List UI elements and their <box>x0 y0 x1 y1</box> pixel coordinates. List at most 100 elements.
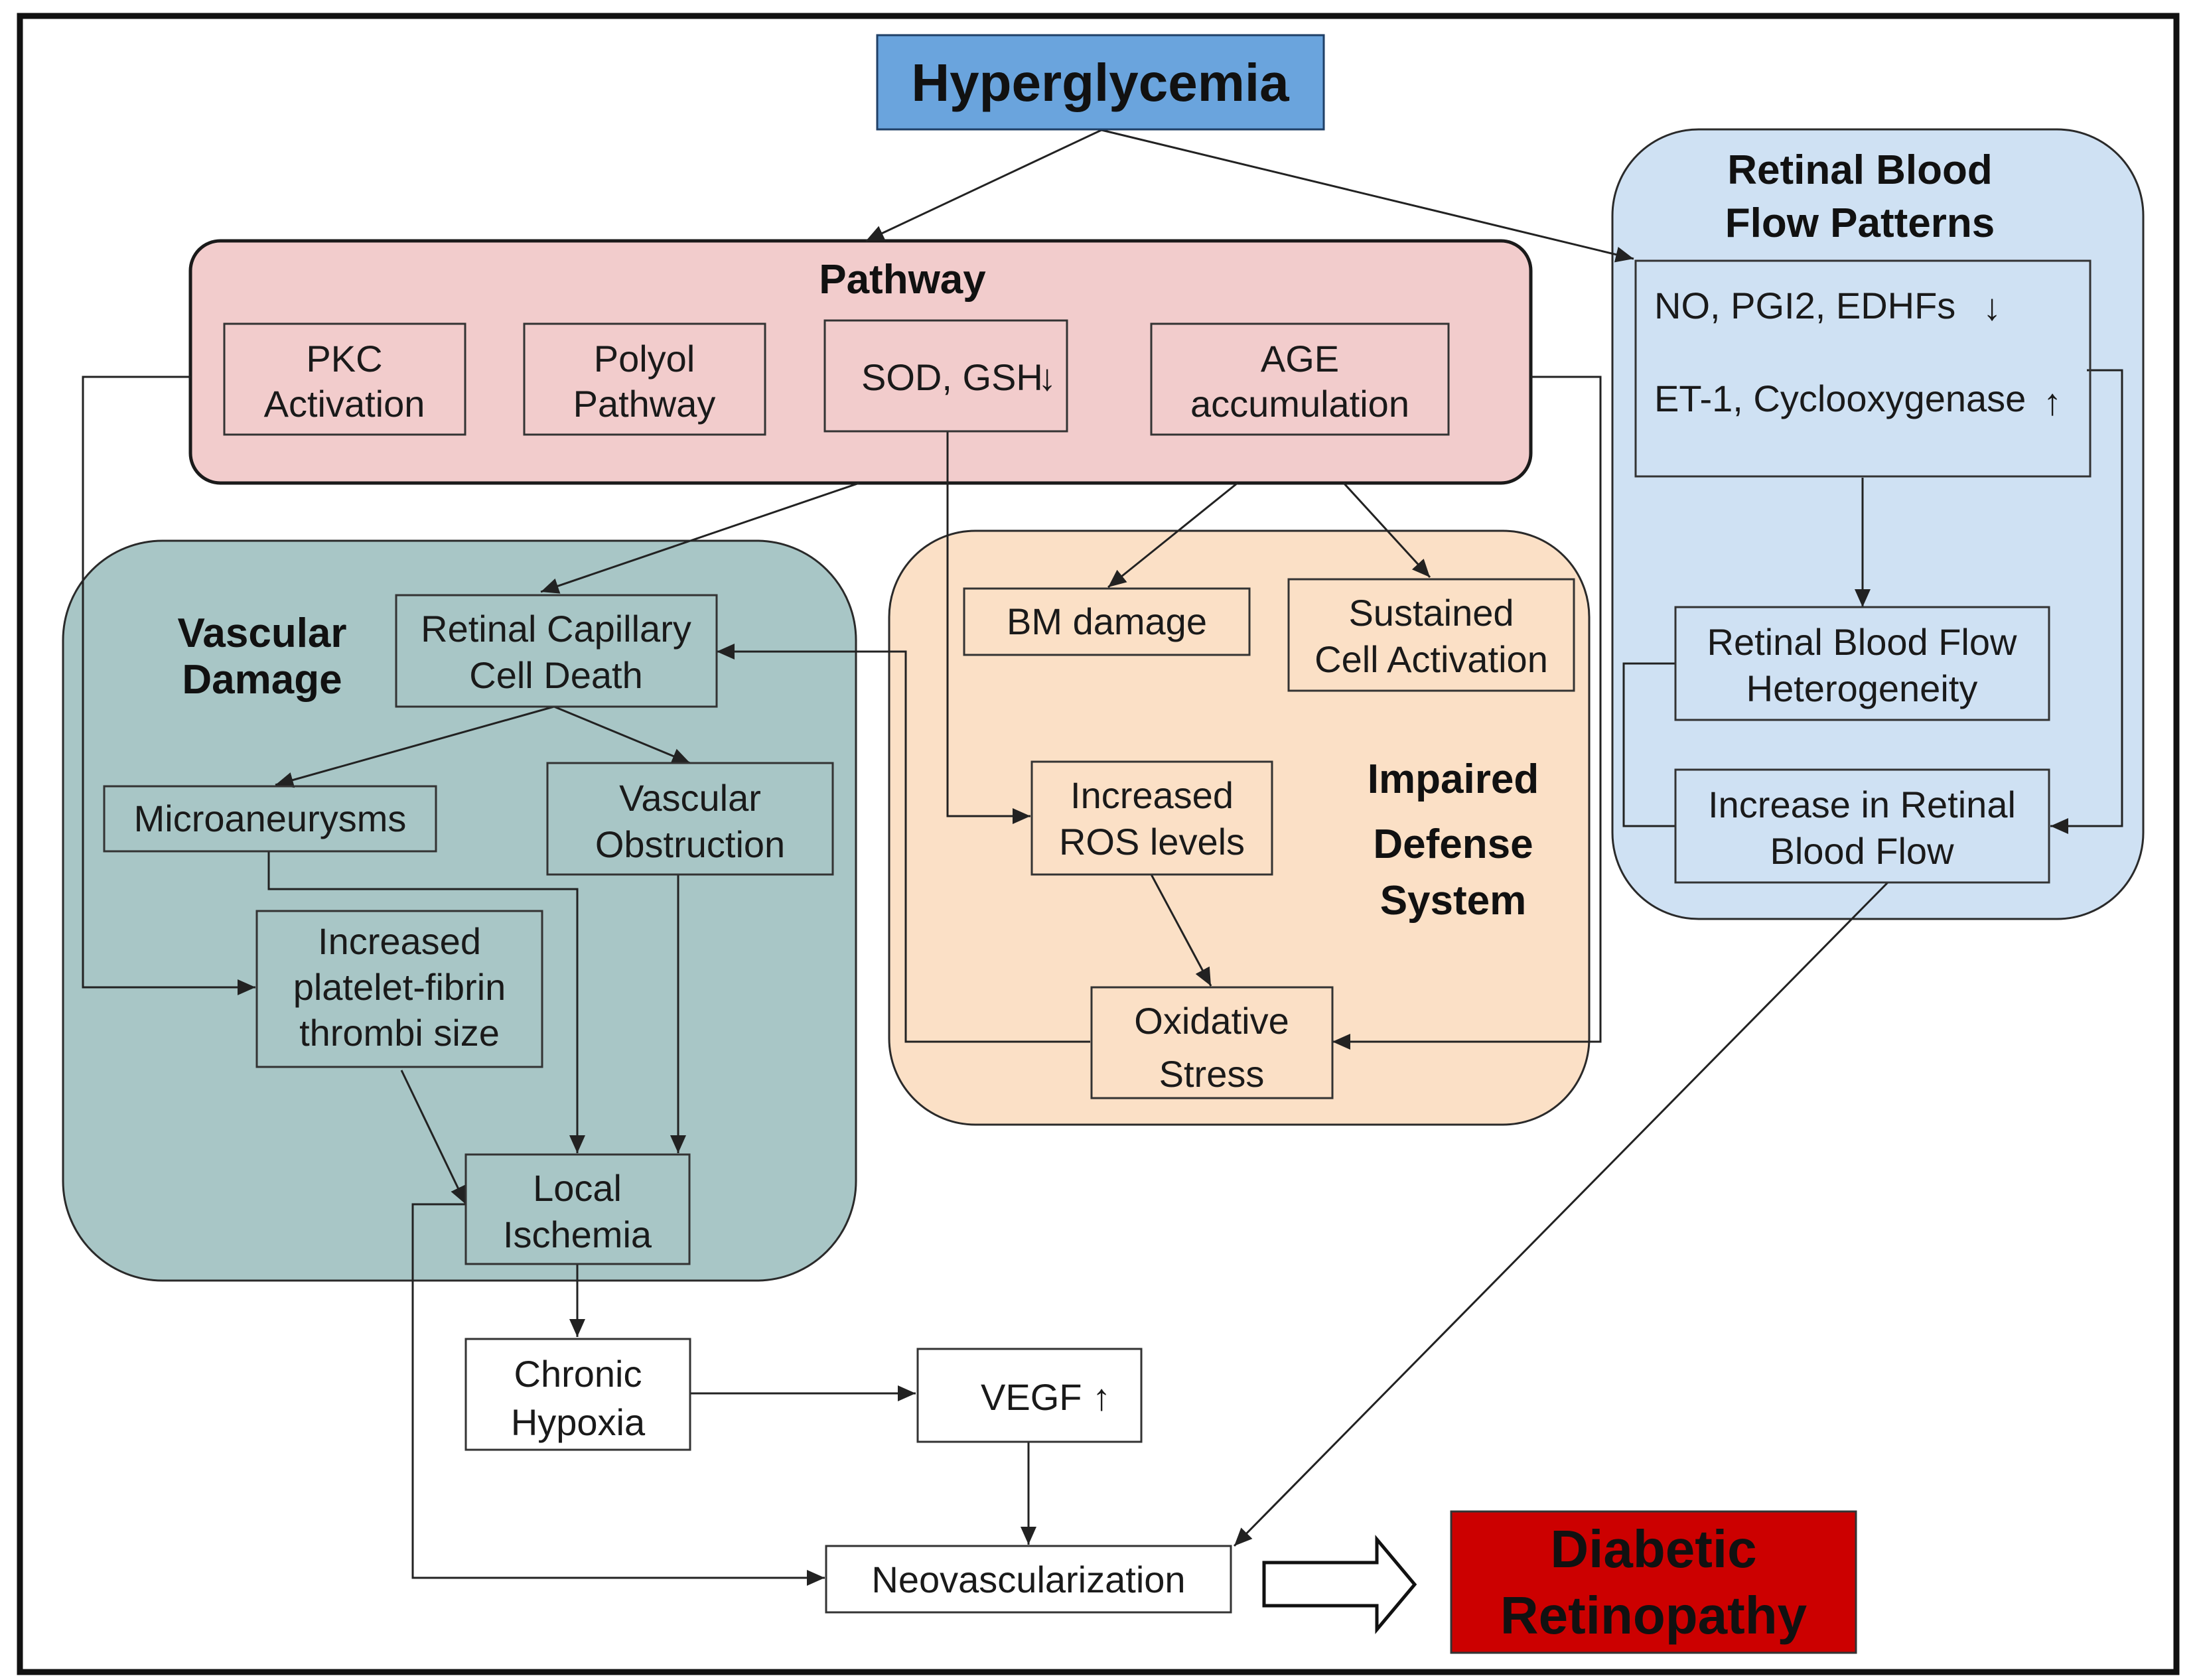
pkc-activation-node: PKC Activation <box>223 322 466 436</box>
pathway-group <box>188 239 1533 485</box>
defense-title-line-2: Defense <box>1373 821 1533 867</box>
oxidative-stress-node: Oxidative Stress <box>1090 986 1334 1099</box>
arrow-ischemia-to-neovascularization <box>411 1203 825 1586</box>
vascular-title-line-1: Vascular <box>177 610 346 656</box>
oxidative-line-1: Oxidative <box>1134 1000 1289 1042</box>
bm-damage-box <box>963 587 1251 656</box>
heterogeneity-line-1: Retinal Blood Flow <box>1707 621 2017 663</box>
arrow-pathway-to-thrombi <box>82 376 255 995</box>
neovascularization-label: Neovascularization <box>871 1559 1185 1600</box>
sod-gsh-label: SOD, GSH <box>861 356 1043 398</box>
obstruction-box <box>546 762 834 876</box>
increase-line-1: Increase in Retinal <box>1708 784 2016 825</box>
hyperglycemia-box <box>876 34 1325 131</box>
neovascularization-box <box>825 1545 1232 1614</box>
age-accumulation-box <box>1150 322 1450 436</box>
arrow-pathway-to-sustained <box>1342 482 1431 579</box>
sod-gsh-box <box>823 319 1068 433</box>
thrombi-line-3: thrombi size <box>299 1012 500 1054</box>
arrow-sod-to-ros <box>946 431 1030 824</box>
increase-blood-flow-box <box>1674 768 2050 884</box>
vasoactive-factors-node: NO, PGI2, EDHFs ↓ ET-1, Cyclooxygenase ↑ <box>1634 259 2091 478</box>
arrow-pathway-to-cell-death <box>540 482 860 594</box>
age-line-1: AGE <box>1261 338 1339 380</box>
cell-death-box <box>395 594 718 708</box>
vasoactive-factors-box <box>1634 259 2091 478</box>
arrow-cell-death-to-microaneurysms <box>275 705 555 788</box>
thrombi-box <box>255 910 543 1068</box>
obstruction-line-2: Obstruction <box>595 823 785 865</box>
vascular-title-line-2: Damage <box>182 657 342 703</box>
ros-box <box>1030 760 1273 876</box>
ros-line-2: ROS levels <box>1059 821 1245 863</box>
thrombi-line-2: platelet-fibrin <box>293 966 506 1008</box>
cell-death-line-2: Cell Death <box>469 654 642 696</box>
hyperglycemia-label: Hyperglycemia <box>911 53 1289 112</box>
result-line-2: Retinopathy <box>1500 1586 1807 1645</box>
arrow-oxidative-to-cell-death <box>717 644 1090 1043</box>
blood-flow-heterogeneity-node: Retinal Blood Flow Heterogeneity <box>1674 606 2050 721</box>
microaneurysms-box <box>103 785 437 853</box>
polyol-line-1: Polyol <box>594 338 695 380</box>
ischemia-line-1: Local <box>533 1167 622 1209</box>
pkc-line-2: Activation <box>264 383 425 425</box>
pkc-line-1: PKC <box>306 338 382 380</box>
arrow-cell-death-to-obstruction <box>553 705 691 764</box>
microaneurysms-node: Microaneurysms <box>103 785 437 853</box>
oxidative-line-2: Stress <box>1159 1053 1265 1095</box>
hyperglycemia-node: Hyperglycemia <box>876 34 1325 131</box>
hypoxia-line-2: Hypoxia <box>511 1401 646 1443</box>
vegf-node: VEGF ↑ <box>916 1348 1143 1443</box>
arrow-thrombi-to-ischemia <box>400 1070 467 1205</box>
defense-title-line-1: Impaired <box>1368 756 1539 802</box>
defense-title-line-3: System <box>1380 878 1527 924</box>
factors-up-arrow: ↑ <box>2043 381 2062 423</box>
bm-damage-node: BM damage <box>963 587 1251 656</box>
heterogeneity-line-2: Heterogeneity <box>1746 667 1978 709</box>
obstruction-line-1: Vascular <box>619 777 761 819</box>
vegf-up-arrow: ↑ <box>1092 1376 1111 1418</box>
arrow-increase-to-neovascularization <box>1233 881 1889 1547</box>
arrow-factors-to-increase <box>2050 369 2123 834</box>
sustained-activation-node: Sustained Cell Activation <box>1287 578 1575 692</box>
factors-line-1: NO, PGI2, EDHFs <box>1654 285 1955 326</box>
sod-down-arrow: ↓ <box>1038 356 1056 398</box>
polyol-line-2: Pathway <box>573 383 716 425</box>
age-line-2: accumulation <box>1190 383 1409 425</box>
blood-flow-group <box>1611 128 2145 920</box>
age-accumulation-node: AGE accumulation <box>1150 322 1450 436</box>
impaired-defense-group <box>888 529 1591 1126</box>
arrow-hyperglycemia-to-bloodflow <box>1101 129 1634 263</box>
result-line-1: Diabetic <box>1550 1519 1756 1578</box>
ischemia-box <box>464 1153 691 1265</box>
blood-flow-title-line-2: Flow Patterns <box>1725 200 1995 246</box>
vegf-box <box>916 1348 1143 1443</box>
pkc-activation-box <box>223 322 466 436</box>
sustained-line-1: Sustained <box>1348 592 1514 634</box>
local-ischemia-node: Local Ischemia <box>464 1153 691 1265</box>
polyol-pathway-box <box>523 322 766 436</box>
sustained-line-2: Cell Activation <box>1314 638 1548 680</box>
neovascularization-node: Neovascularization <box>825 1545 1232 1614</box>
factors-line-2: ET-1, Cyclooxygenase <box>1654 378 2026 419</box>
cell-death-node: Retinal Capillary Cell Death <box>395 594 718 708</box>
diabetic-retinopathy-node: Diabetic Retinopathy <box>1450 1510 1857 1654</box>
ischemia-line-2: Ischemia <box>503 1214 652 1255</box>
sustained-box <box>1287 578 1575 692</box>
thrombi-line-1: Increased <box>318 920 481 962</box>
microaneurysms-label: Microaneurysms <box>134 798 407 839</box>
ros-line-1: Increased <box>1070 774 1234 816</box>
bm-damage-label: BM damage <box>1007 600 1207 642</box>
blood-flow-title-line-1: Retinal Blood <box>1727 147 1993 193</box>
increase-line-2: Blood Flow <box>1770 830 1954 872</box>
arrow-hyperglycemia-to-pathway <box>865 129 1102 242</box>
diabetic-retinopathy-box <box>1450 1510 1857 1654</box>
cell-death-line-1: Retinal Capillary <box>421 608 691 650</box>
oxidative-box <box>1090 986 1334 1099</box>
line-heterogeneity-to-increase <box>1622 662 1675 827</box>
arrow-pathway-to-bm-damage <box>1107 482 1238 589</box>
vegf-label: VEGF <box>981 1376 1082 1418</box>
pathway-title: Pathway <box>819 257 986 303</box>
polyol-pathway-node: Polyol Pathway <box>523 322 766 436</box>
